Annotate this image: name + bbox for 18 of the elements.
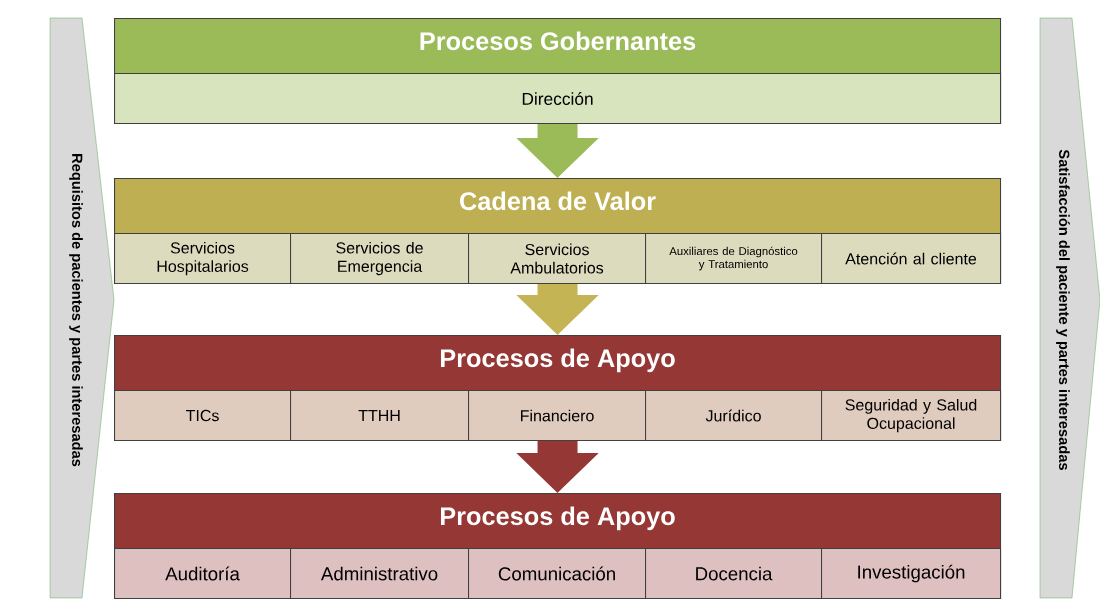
process-cell: Jurídico xyxy=(645,390,823,442)
process-cell: TICs xyxy=(114,390,292,442)
process-cell: Investigación xyxy=(821,548,1002,600)
process-cell: Auxiliares de Diagnóstico y Tratamiento xyxy=(645,233,823,285)
process-cell: TTHH xyxy=(290,390,470,442)
process-cell: Servicios de Emergencia xyxy=(290,233,470,285)
process-cell: Auditoría xyxy=(114,548,292,600)
process-cell: Servicios Ambulatorios xyxy=(468,233,647,285)
process-cell: Comunicación xyxy=(468,548,647,600)
process-cell: Servicios Hospitalarios xyxy=(114,233,292,285)
process-cell: Seguridad y Salud Ocupacional xyxy=(821,390,1002,442)
process-cell: Dirección xyxy=(114,73,1002,125)
side-chevron: Satisfacción del paciente y partes interesadas xyxy=(1039,17,1100,599)
process-cell: Administrativo xyxy=(290,548,470,600)
process-cell: Docencia xyxy=(645,548,823,600)
side-chevron: Requisitos de pacientes y partes interesadas xyxy=(49,17,115,599)
process-cell: Financiero xyxy=(468,390,647,442)
process-cell: Atención al cliente xyxy=(821,233,1002,285)
